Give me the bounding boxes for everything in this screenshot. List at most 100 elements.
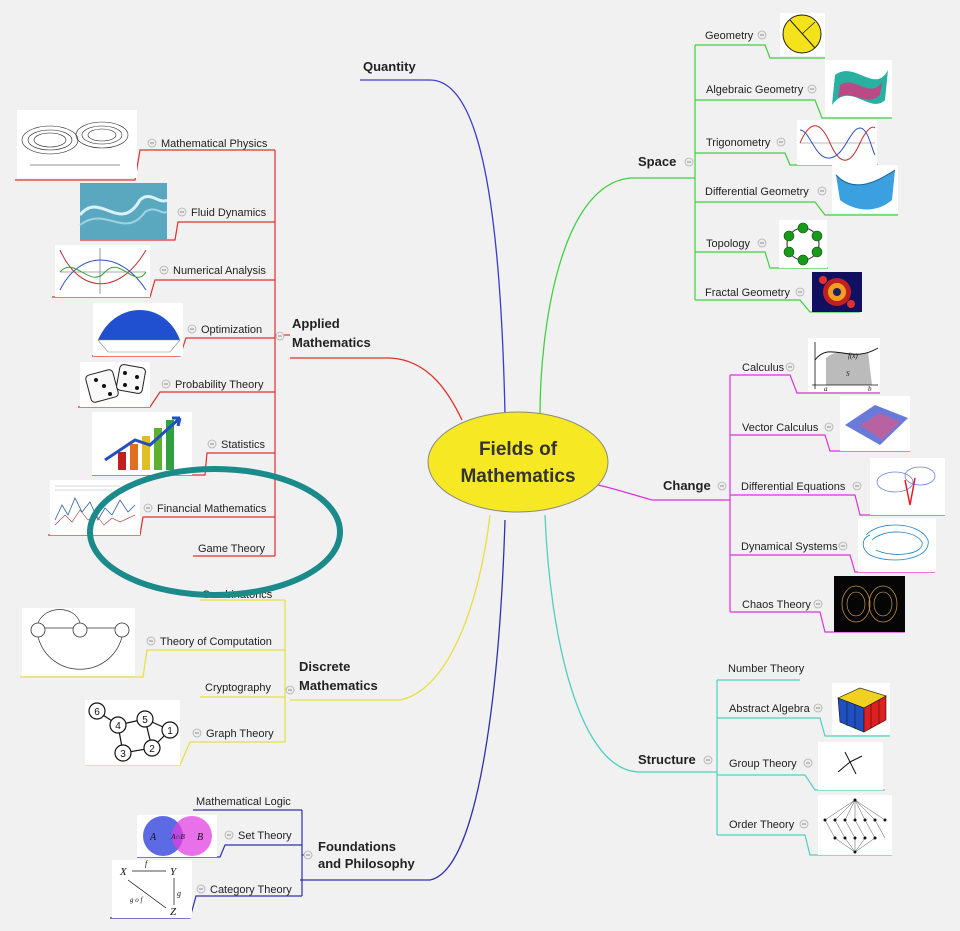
node-group-theory[interactable]: Group Theory (729, 758, 797, 770)
thumbnail-vector-calculus (840, 396, 910, 451)
node-algebraic-geometry[interactable]: Algebraic Geometry (706, 84, 804, 96)
node-theory-of-computation[interactable]: Theory of Computation (160, 636, 272, 648)
connector-change (597, 484, 725, 501)
discrete-branch-title-1[interactable]: Discrete (299, 659, 350, 674)
thumbnail-dynamical-systems (858, 518, 936, 572)
thumbnail-numerical-analysis (55, 245, 150, 297)
node-mathematical-physics[interactable]: Mathematical Physics (161, 138, 268, 150)
thumbnail-differential-geometry (832, 165, 898, 213)
node-vector-calculus[interactable]: Vector Calculus (742, 422, 819, 434)
venn-label: B (197, 832, 203, 843)
discrete-labels: Discrete Mathematics Combinatorics Theor… (146, 589, 378, 740)
node-order-theory[interactable]: Order Theory (729, 819, 795, 831)
node-game-theory[interactable]: Game Theory (198, 543, 266, 555)
applied-branch-title-1[interactable]: Applied (292, 316, 340, 331)
thumbnail-geometry (780, 13, 825, 56)
connector-structure (544, 514, 712, 773)
foundations-branch-title-2[interactable]: and Philosophy (318, 856, 416, 871)
node-cryptography[interactable]: Cryptography (205, 682, 272, 694)
node-number-theory[interactable]: Number Theory (728, 663, 805, 675)
node-numerical-analysis[interactable]: Numerical Analysis (173, 265, 266, 277)
discrete-branch (20, 599, 295, 766)
calculus-label: b (868, 385, 872, 393)
node-abstract-algebra[interactable]: Abstract Algebra (729, 703, 811, 715)
thumbnail-topology (779, 220, 827, 268)
category-label: g o f (130, 896, 144, 904)
node-fractal-geometry[interactable]: Fractal Geometry (705, 287, 790, 299)
structure-labels: Structure Number Theory Abstract Algebra… (638, 663, 823, 831)
highlight-ellipse (87, 466, 343, 598)
foundations-branch-title-1[interactable]: Foundations (318, 839, 396, 854)
structure-branch (712, 679, 892, 856)
graph-node-label: 5 (142, 715, 148, 726)
change-branch-title[interactable]: Change (663, 478, 711, 493)
node-probability-theory[interactable]: Probability Theory (175, 379, 264, 391)
thumbnail-order-theory (818, 795, 892, 855)
node-calculus[interactable]: Calculus (742, 362, 785, 374)
space-branch-title[interactable]: Space (638, 154, 676, 169)
calculus-label: S (846, 370, 850, 378)
space-labels: Space Geometry Algebraic Geometry Trigon… (638, 30, 827, 299)
node-trigonometry[interactable]: Trigonometry (706, 137, 771, 149)
node-graph-theory[interactable]: Graph Theory (206, 728, 274, 740)
category-label: Y (170, 866, 178, 878)
node-optimization[interactable]: Optimization (201, 324, 262, 336)
thumbnail-theory-of-computation (22, 608, 135, 676)
node-dynamical-systems[interactable]: Dynamical Systems (741, 541, 838, 553)
category-label: X (119, 866, 128, 878)
graph-node-label: 6 (94, 707, 100, 718)
central-topic-line-2: Mathematics (460, 466, 575, 487)
thumbnail-fluid-dynamics (78, 183, 168, 240)
foundations-labels: Foundations and Philosophy Mathematical … (196, 796, 416, 896)
structure-branch-title[interactable]: Structure (638, 752, 696, 767)
node-statistics[interactable]: Statistics (221, 439, 266, 451)
venn-label: A (149, 832, 157, 843)
thumbnail-mathematical-physics (17, 110, 137, 178)
quantity-branch-title[interactable]: Quantity (363, 59, 416, 74)
discrete-branch-title-2[interactable]: Mathematics (299, 678, 378, 693)
applied-branch-title-2[interactable]: Mathematics (292, 335, 371, 350)
applied-labels: Applied Mathematics Mathematical Physics… (143, 138, 371, 555)
graph-node-label: 1 (167, 726, 173, 737)
node-geometry[interactable]: Geometry (705, 30, 754, 42)
thumbnail-optimization (93, 303, 183, 356)
central-topic[interactable]: Fields of Mathematics (427, 411, 609, 513)
graph-node-label: 3 (120, 749, 126, 760)
node-differential-equations[interactable]: Differential Equations (741, 481, 846, 493)
graph-node-label: 2 (149, 744, 155, 755)
thumbnail-chaos-theory (834, 576, 905, 632)
node-fluid-dynamics[interactable]: Fluid Dynamics (191, 207, 267, 219)
thumbnail-trigonometry (797, 120, 877, 165)
graph-node-label: 4 (115, 721, 121, 732)
node-chaos-theory[interactable]: Chaos Theory (742, 599, 811, 611)
connector-space (539, 177, 690, 416)
thumbnail-probability-theory (80, 362, 150, 407)
node-set-theory[interactable]: Set Theory (238, 830, 292, 842)
thumbnail-statistics (92, 412, 192, 475)
connector-foundations (300, 519, 506, 881)
venn-label: A∩B (170, 833, 185, 841)
category-label: Z (170, 906, 177, 918)
thumbnail-abstract-algebra (832, 683, 890, 735)
calculus-label: f(x) (848, 352, 858, 360)
category-label: f (145, 859, 149, 868)
node-differential-geometry[interactable]: Differential Geometry (705, 186, 809, 198)
connector-discrete (290, 514, 491, 701)
node-category-theory[interactable]: Category Theory (210, 884, 292, 896)
category-label: g (177, 889, 181, 898)
central-topic-line-1: Fields of (479, 439, 558, 460)
thumbnail-calculus: f(x) S a b (808, 338, 880, 393)
thumbnail-set-theory: A A∩B B (137, 815, 217, 857)
thumbnail-group-theory (818, 742, 883, 790)
change-labels: Change Calculus Vector Calculus Differen… (663, 362, 862, 611)
thumbnail-algebraic-geometry (825, 60, 892, 117)
node-mathematical-logic[interactable]: Mathematical Logic (196, 796, 291, 808)
node-topology[interactable]: Topology (706, 238, 751, 250)
space-branch (690, 44, 898, 313)
thumbnail-category-theory: X Y Z f g g o f (112, 859, 192, 918)
node-financial-mathematics[interactable]: Financial Mathematics (157, 503, 267, 515)
connector-quantity (360, 79, 506, 416)
calculus-label: a (824, 385, 828, 393)
